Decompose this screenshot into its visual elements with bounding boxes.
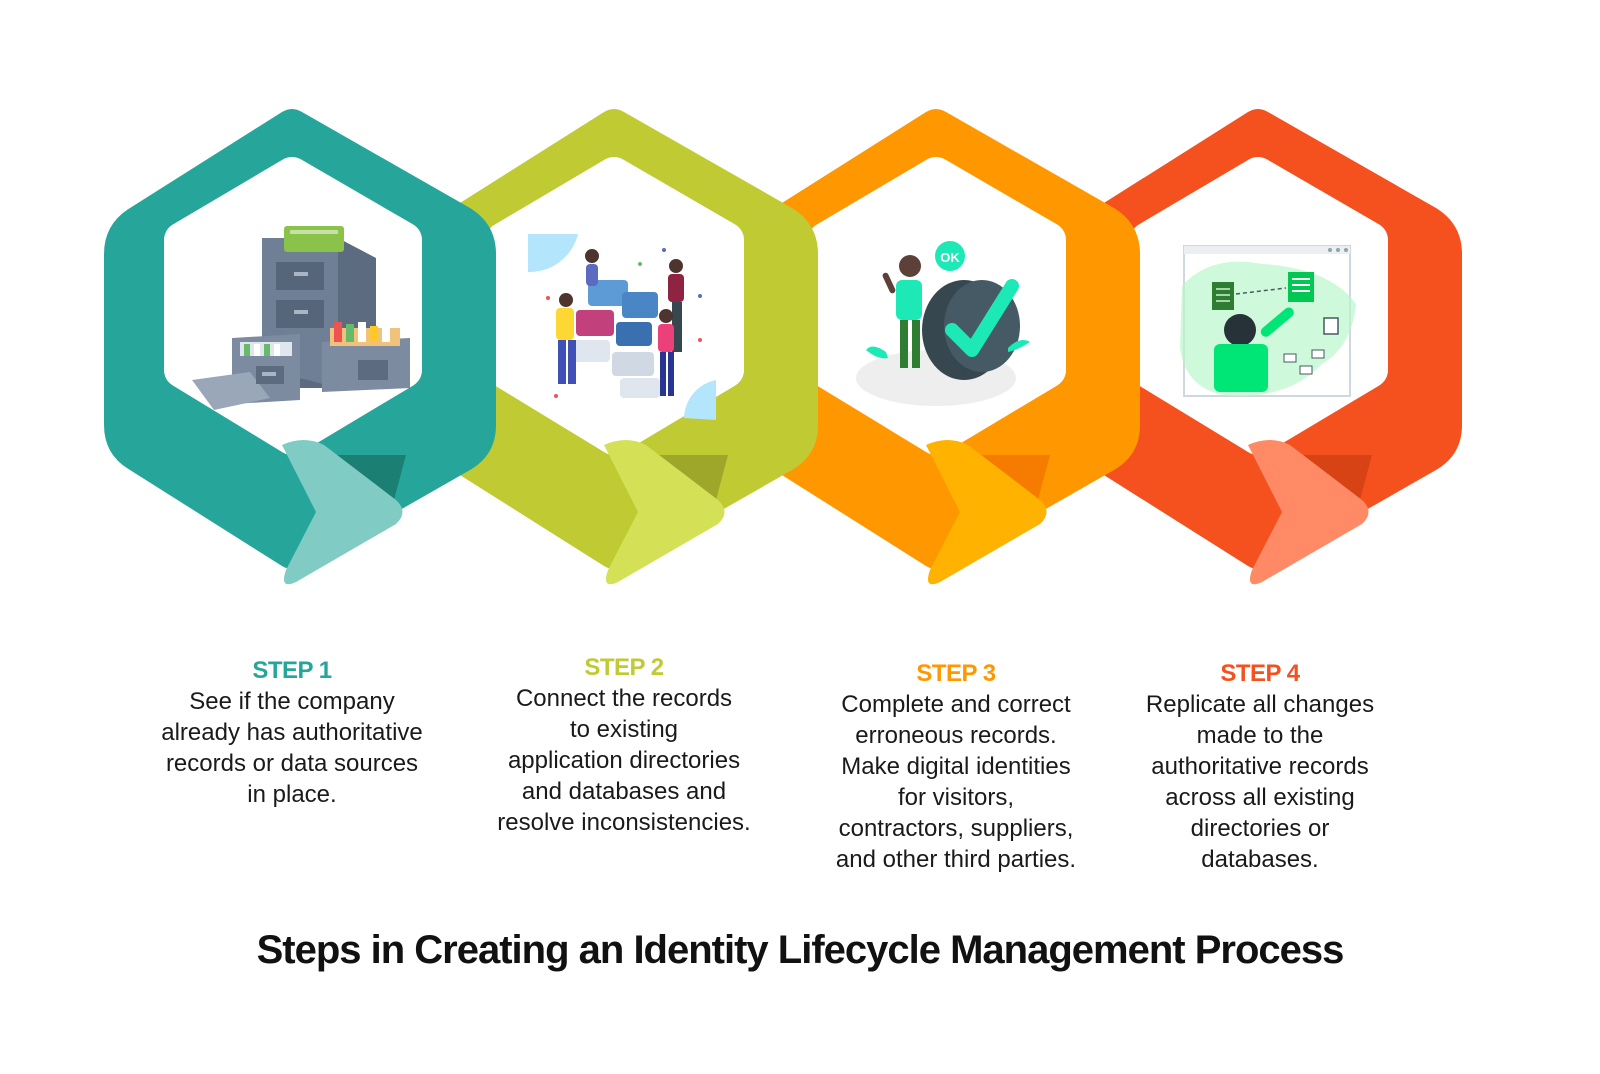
step-2-label: STEP 2: [584, 654, 664, 681]
step-4-caption: STEP 4 Replicate all changes made to the…: [1100, 659, 1420, 875]
ok-badge: OK: [940, 250, 960, 265]
step-1-description: See if the company already has authorita…: [161, 688, 423, 808]
step-4-label: STEP 4: [1220, 660, 1300, 687]
step-3-caption: STEP 3 Complete and correct erroneous re…: [796, 659, 1116, 875]
step-3-arrow: [926, 440, 1047, 585]
step-3-label: STEP 3: [916, 660, 996, 687]
checkmark-person-icon: OK: [856, 241, 1030, 406]
step-3-description: Complete and correct erroneous records. …: [835, 691, 1077, 873]
step-4-description: Replicate all changes made to the author…: [1145, 691, 1375, 873]
step-1-arrow: [282, 440, 403, 585]
document-sync-icon: [1180, 245, 1356, 397]
step-4-arrow: [1248, 440, 1369, 585]
step-2-caption: STEP 2 Connect the records to existing a…: [464, 653, 784, 838]
filing-cabinet-icon: [192, 226, 410, 410]
hexagon-chain: OK: [104, 109, 1462, 585]
step-2-arrow: [604, 440, 725, 585]
step-1-label: STEP 1: [252, 657, 332, 684]
puzzle-team-icon: [528, 234, 716, 420]
page-title: Steps in Creating an Identity Lifecycle …: [256, 928, 1345, 972]
step-1-caption: STEP 1 See if the company already has au…: [132, 656, 452, 810]
step-2-description: Connect the records to existing applicat…: [497, 685, 751, 836]
